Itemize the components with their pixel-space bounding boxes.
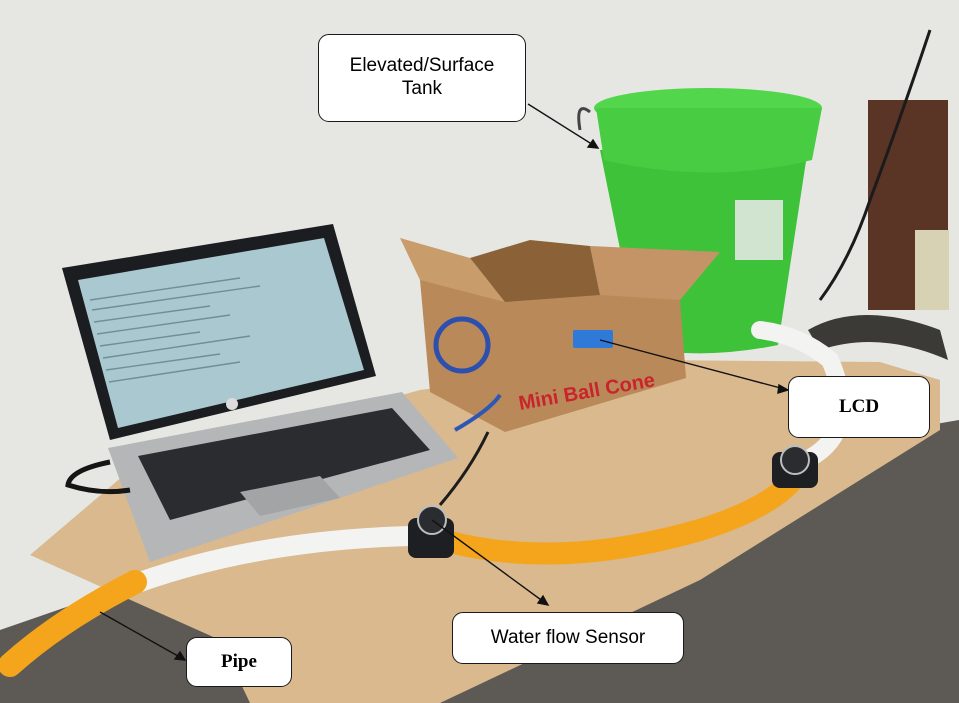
box-flap-right [590,246,720,300]
right-bottle [915,230,949,310]
laptop-trackpad [240,476,340,516]
cable-right [818,29,932,301]
white-pipe-left [130,526,420,592]
laptop-keyboard [138,408,430,520]
stool [808,315,948,360]
leader-tank-arrow [586,138,600,149]
orange-hose-main [439,459,811,565]
bucket-lid [596,108,822,173]
box-flap-left [400,238,505,302]
callout-tank-line2: Tank [401,78,443,99]
laptop [62,224,458,562]
bucket-handle [577,107,591,131]
sensor-wire-1 [438,431,490,506]
callout-lcd: LCD [788,376,930,438]
leader-tank [527,103,599,149]
leader-lcd [599,339,789,391]
bucket-label [735,200,783,260]
laptop-screen [78,238,364,428]
usb-cable [454,393,502,432]
leader-lcd-arrow [777,383,790,394]
callout-tank-line1: Elevated/Surface [349,55,495,77]
callout-elevated-surface-tank: Elevated/Surface Tank [318,34,526,122]
cardboard-box: Mini Ball Cone [400,238,720,432]
leader-pipe-arrow [173,650,187,661]
lcd-screen [573,330,613,348]
laptop-power-cable [65,459,131,495]
leader-lines [99,103,790,661]
box-front [420,280,686,432]
leader-sensor-arrow [536,594,550,606]
white-pipe-right [751,321,851,467]
leader-sensor [431,519,549,606]
laptop-logo [226,398,238,410]
callout-water-flow-sensor: Water flow Sensor [452,612,684,664]
box-inside [470,240,600,302]
leader-pipe [99,611,186,661]
screen-text-lines [89,277,261,383]
callout-pipe: Pipe [186,637,292,687]
flow-sensor-2 [772,445,818,488]
box-round-logo [433,316,491,374]
orange-hose-left [0,570,147,677]
